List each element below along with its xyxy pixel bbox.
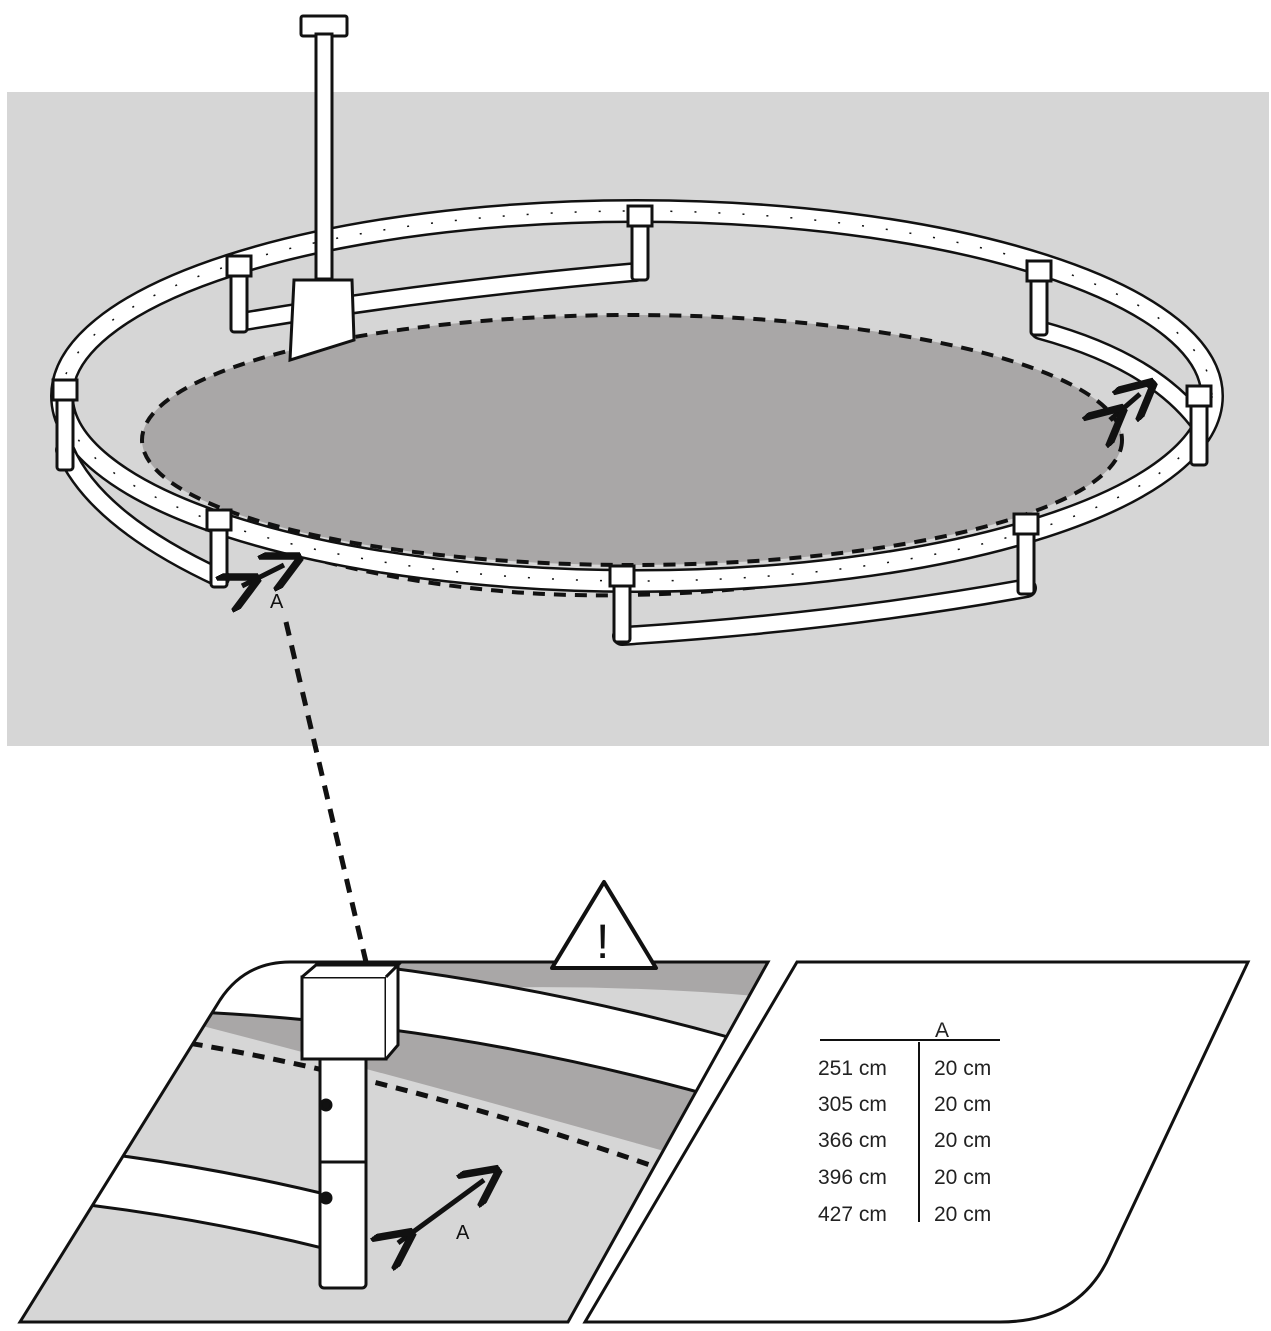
table-a-cell: 20 cm — [934, 1203, 991, 1226]
double-arrow-icon — [1110, 394, 1140, 420]
distance-label-a-detail: A — [456, 1222, 470, 1244]
detail-leader-dashed — [283, 621, 369, 963]
table-a-cell: 20 cm — [934, 1129, 991, 1152]
table-size-cell: 305 cm — [818, 1093, 887, 1116]
double-arrow-icon — [398, 1180, 484, 1243]
double-arrow-icon — [242, 565, 284, 586]
detail-panel: A — [17, 960, 771, 1324]
table-a-cell: 20 cm — [934, 1093, 991, 1116]
table-a-cell: 20 cm — [934, 1057, 991, 1080]
table-header-a: A — [935, 1019, 949, 1042]
svg-text:!: ! — [596, 916, 609, 969]
table-a-cell: 20 cm — [934, 1166, 991, 1189]
leg-joint-detail — [300, 961, 402, 1290]
dug-pit — [142, 315, 1122, 565]
spade-icon — [288, 14, 356, 363]
table-size-cell: 366 cm — [818, 1129, 887, 1152]
warning-triangle-icon: ! — [550, 880, 658, 970]
distance-label-a: A — [270, 591, 284, 613]
table-size-cell: 396 cm — [818, 1166, 887, 1189]
size-table-panel: A 251 cm 20 cm 305 cm 20 cm 366 cm 20 cm… — [582, 960, 1251, 1324]
table-size-cell: 427 cm — [818, 1203, 887, 1226]
table-size-cell: 251 cm — [818, 1057, 887, 1080]
leg-joint-caps — [51, 204, 1213, 588]
